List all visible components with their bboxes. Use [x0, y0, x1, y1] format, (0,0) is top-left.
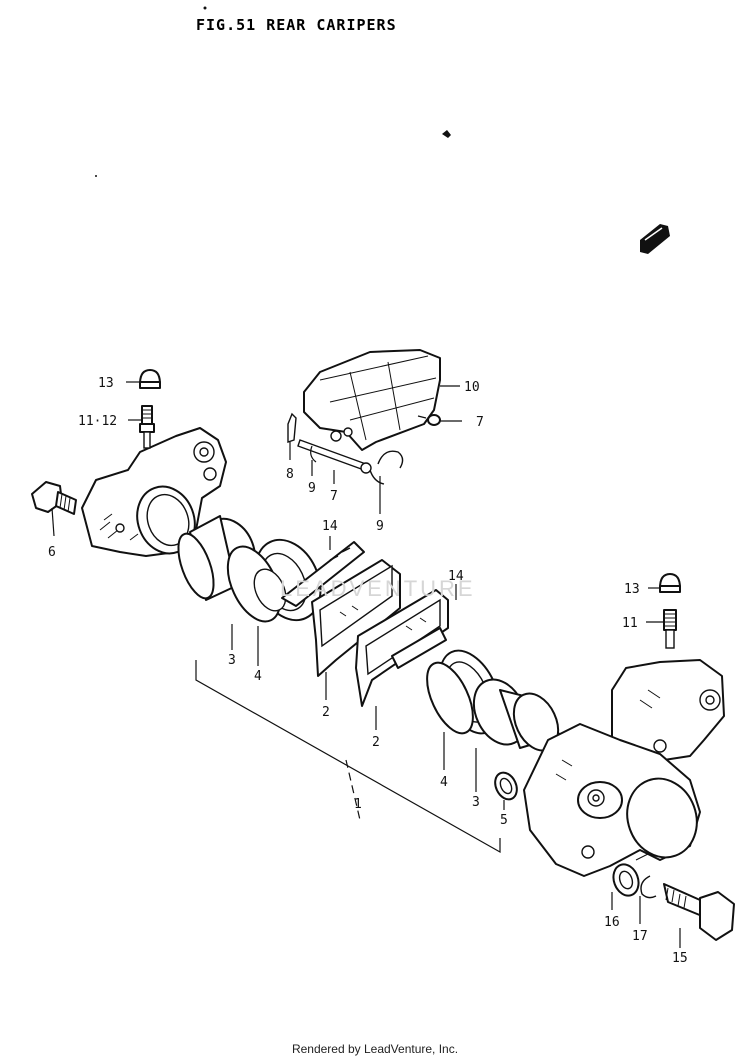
callout-1: 1 [354, 797, 362, 812]
callout-13-left: 13 [98, 376, 114, 391]
retaining-pin-assembly [287, 412, 372, 474]
callout-5: 5 [500, 813, 508, 828]
footer-credit: Rendered by LeadVenture, Inc. [291, 1042, 459, 1056]
callout-4-right: 4 [440, 775, 448, 790]
circlip [640, 875, 657, 899]
assembly-bracket-1 [195, 660, 501, 854]
callout-labels: 13 11·12 6 10 7 8 9 7 9 14 14 3 4 2 2 13… [48, 376, 688, 966]
left-bleeder-screw [139, 405, 155, 449]
right-piston [472, 678, 561, 752]
callout-15: 15 [672, 951, 688, 966]
callout-9-left: 9 [308, 481, 316, 496]
right-caliper-body [523, 659, 725, 877]
right-piston-seal [426, 649, 502, 735]
right-mounting-bolt [663, 883, 735, 941]
callout-11-right: 11 [622, 616, 638, 631]
callout-2-right: 2 [372, 735, 380, 750]
right-bleeder-cap [659, 573, 681, 593]
callout-3-left: 3 [228, 653, 236, 668]
callout-3-right: 3 [472, 795, 480, 810]
callout-10: 10 [464, 380, 480, 395]
watermark: LEADVENTURE [280, 576, 476, 601]
front-direction-arrow-icon [640, 224, 670, 254]
washer [612, 863, 640, 897]
print-specks [95, 6, 451, 177]
brake-pad-left-with-shim [281, 541, 401, 677]
callout-7-upper: 7 [476, 415, 484, 430]
callout-6: 6 [48, 545, 56, 560]
callout-14-right: 14 [448, 569, 464, 584]
pad-pin-right [417, 414, 441, 426]
callout-7-lower: 7 [330, 489, 338, 504]
right-bleeder-screw [663, 609, 677, 649]
pad-spring-cover [303, 349, 441, 451]
callout-9-right: 9 [376, 519, 384, 534]
callout-11-12: 11·12 [78, 414, 117, 429]
callout-17: 17 [632, 929, 648, 944]
left-mounting-bolt [31, 481, 77, 515]
dust-seal [494, 771, 518, 801]
left-caliper-body [81, 427, 227, 557]
callout-16: 16 [604, 915, 620, 930]
callout-4-left: 4 [254, 669, 262, 684]
page-title: FIG.51 REAR CARIPERS [196, 16, 397, 34]
brake-pad-right-with-shim [355, 589, 449, 707]
callout-2-left: 2 [322, 705, 330, 720]
leader-lines [51, 381, 681, 948]
callout-13-right: 13 [624, 582, 640, 597]
pad-clip [369, 450, 404, 485]
callout-14-left: 14 [322, 519, 338, 534]
callout-8: 8 [286, 467, 294, 482]
left-bleeder-cap [139, 369, 161, 389]
